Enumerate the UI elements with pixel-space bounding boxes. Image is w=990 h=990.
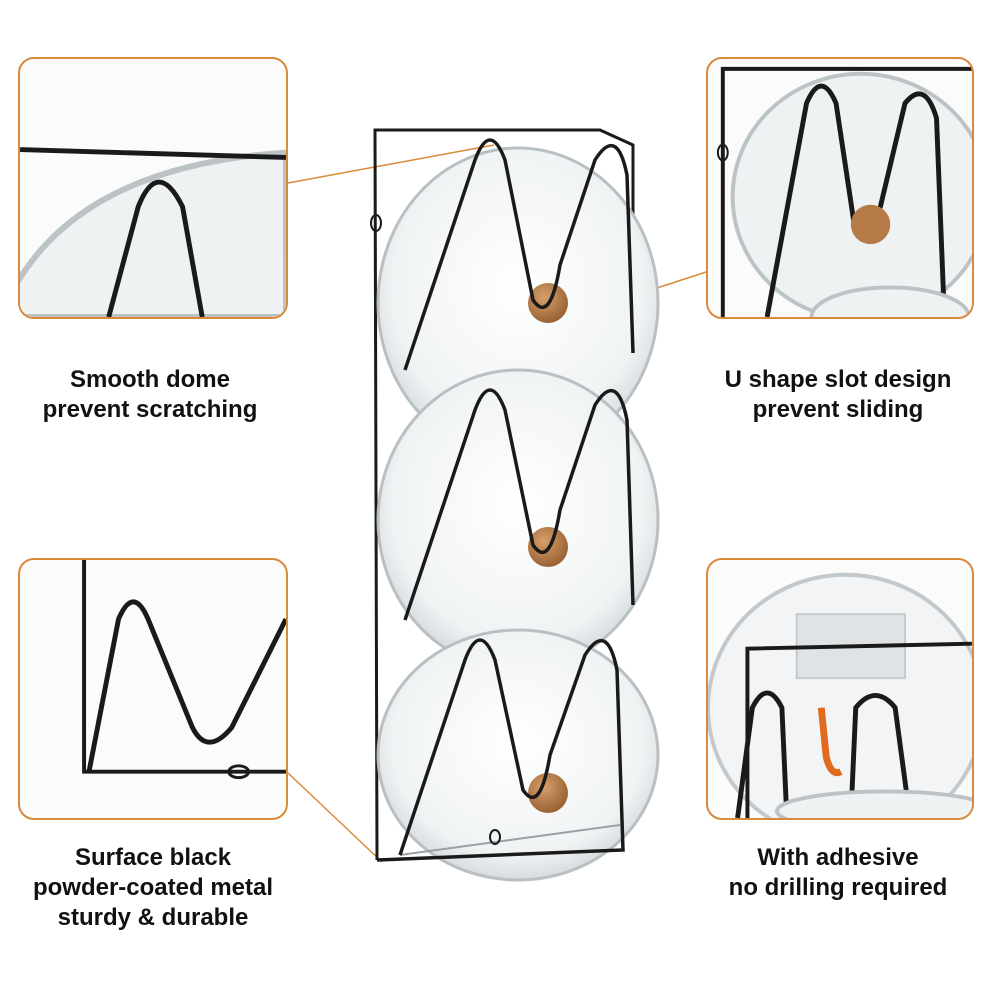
u-slot-closeup — [716, 66, 972, 317]
caption-line: powder-coated metal — [32, 874, 274, 901]
pot-lid-rack-image — [370, 128, 660, 882]
caption-line: prevent sliding — [752, 396, 924, 423]
adhesive-hook-closeup — [708, 572, 972, 818]
caption-u-slot: U shape slot design prevent sliding — [686, 365, 990, 425]
detail-panel-smooth-dome — [18, 57, 288, 319]
lid-bottom — [376, 628, 660, 882]
lid-edge-closeup — [20, 147, 286, 317]
caption-metal-frame: Surface black powder-coated metal sturdy… — [0, 843, 306, 933]
lid-top — [376, 138, 660, 460]
caption-line: sturdy & durable — [57, 904, 249, 931]
caption-line: Smooth dome — [70, 366, 230, 393]
caption-line: Surface black — [74, 844, 232, 871]
caption-line: U shape slot design — [724, 366, 952, 393]
wire-frame-closeup — [82, 560, 286, 780]
caption-line: With adhesive — [757, 844, 919, 871]
detail-panel-metal-frame — [18, 558, 288, 820]
lid-middle — [376, 368, 660, 672]
detail-panel-u-slot — [706, 57, 974, 319]
caption-adhesive: With adhesive no drilling required — [686, 843, 990, 903]
caption-line: prevent scratching — [42, 396, 258, 423]
caption-line: no drilling required — [728, 874, 948, 901]
caption-smooth-dome: Smooth dome prevent scratching — [0, 365, 300, 425]
detail-panel-adhesive — [706, 558, 974, 820]
